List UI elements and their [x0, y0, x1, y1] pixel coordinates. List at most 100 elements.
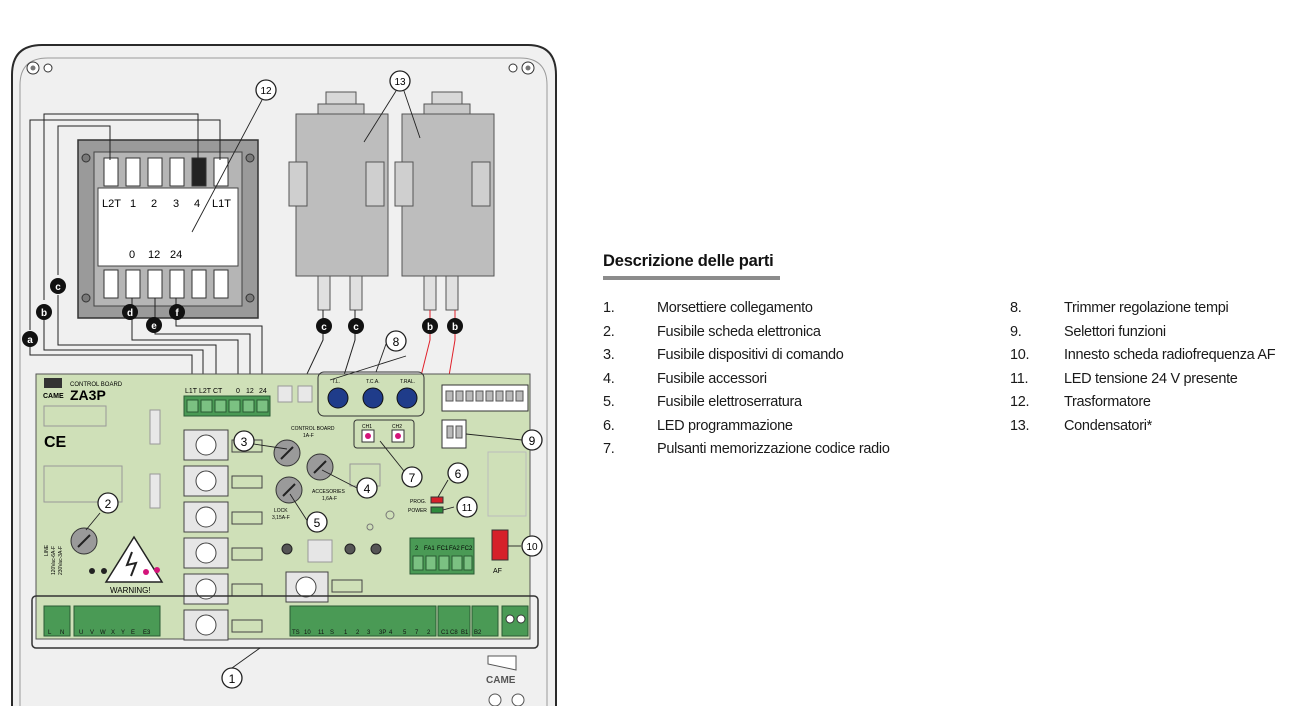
radio-label-ch1: CH1	[362, 424, 372, 430]
transformer-label-l1t: L1T	[212, 198, 231, 210]
svg-text:10: 10	[526, 542, 538, 553]
trimmer-label-tral: T.RAL.	[400, 379, 415, 385]
wire-letter-c1: c	[50, 278, 66, 294]
callout-9: 9	[521, 429, 543, 451]
callouts: 1 2 3 4 5 6 7 8 9 10 11 12 13	[97, 70, 543, 689]
callout-10: 10	[521, 535, 543, 557]
fuse5-label-2: 3,15A-F	[272, 515, 290, 521]
board-term-0: 0	[236, 388, 240, 395]
transformer: L2T 1 2 3 4 L1T 0 12 24	[77, 139, 259, 319]
mid-term-fc2: FC2	[461, 546, 473, 552]
bt-5: 7	[415, 630, 419, 636]
bt-7: 2	[427, 630, 431, 636]
led-prog-label: PROG.	[410, 499, 426, 505]
fuse3-label-2: 1A-F	[303, 433, 314, 439]
trimmer-tral[interactable]	[396, 387, 418, 409]
wire-letter-b1: b	[36, 304, 52, 320]
bt-11: S	[330, 630, 334, 636]
wire-letter-a: a	[22, 331, 38, 347]
legend-title: Descrizione delle parti	[603, 252, 774, 270]
mid-term-fa2: FA2	[449, 546, 460, 552]
svg-text:f: f	[175, 308, 179, 319]
housing-brand: CAME	[486, 675, 516, 686]
callout-1: 1	[221, 667, 243, 689]
bt-10a: 10	[304, 630, 311, 636]
legend-item-text: Trasformatore	[1064, 394, 1151, 410]
legend-item-number: 12.	[1010, 394, 1030, 410]
wire-letters: a b c d e f c c b b	[22, 278, 463, 347]
svg-text:8: 8	[393, 335, 400, 349]
svg-text:a: a	[27, 335, 33, 346]
af-slot[interactable]	[491, 529, 509, 561]
fuse5-label-1: LOCK	[274, 508, 288, 514]
mid-term-2: 2	[415, 546, 419, 552]
svg-text:3: 3	[241, 435, 248, 449]
callout-8: 8	[385, 330, 407, 352]
legend-item-text: Fusibile dispositivi di comando	[657, 347, 844, 363]
svg-text:9: 9	[529, 434, 536, 448]
board-term-l2t: L2T	[199, 388, 212, 395]
callout-11: 11	[456, 496, 478, 518]
legend-item-text: Condensatori*	[1064, 417, 1152, 434]
board-term-24: 24	[259, 388, 267, 395]
callout-5: 5	[306, 511, 328, 533]
legend-item-number: 4.	[603, 370, 615, 387]
legend-item-text: Innesto scheda radiofrequenza AF	[1064, 347, 1276, 363]
board-term-12: 12	[246, 388, 254, 395]
board-term-l1t: L1T	[185, 388, 198, 395]
wire-letter-d: d	[122, 304, 138, 320]
legend-item-number: 11.	[1010, 370, 1029, 387]
transformer-label-12: 12	[148, 249, 160, 261]
bt-w: W	[100, 630, 106, 636]
callout-2: 2	[97, 492, 119, 514]
svg-text:1: 1	[229, 672, 236, 686]
bt-e3: E3	[143, 630, 151, 636]
legend-item-text: Pulsanti memorizzazione codice radio	[657, 441, 890, 457]
board-model: ZA3P	[70, 387, 106, 403]
dip-switches-main[interactable]	[441, 384, 529, 412]
svg-text:b: b	[427, 322, 433, 333]
callout-4: 4	[356, 477, 378, 499]
bt-v: V	[90, 630, 94, 636]
transformer-label-24: 24	[170, 249, 182, 261]
trimmer-tca[interactable]	[362, 387, 384, 409]
bt-u: U	[79, 630, 83, 636]
transformer-label-1: 1	[130, 198, 136, 210]
svg-text:4: 4	[364, 482, 371, 496]
bt-1: 2	[356, 630, 360, 636]
legend-item-text: Selettori funzioni	[1064, 323, 1166, 340]
mid-term-fc1: FC1	[437, 546, 449, 552]
ce-mark: CE	[44, 434, 67, 451]
legend-item-number: 8.	[1010, 300, 1022, 316]
wire-letter-e: e	[146, 317, 162, 333]
fuse4-label-1: ACCESORIES	[312, 489, 345, 495]
wire-letter-c2: c	[316, 318, 332, 334]
mid-term-fa1: FA1	[424, 546, 435, 552]
legend-item-text: LED tensione 24 V presente	[1064, 370, 1238, 387]
capacitors	[288, 91, 495, 311]
fuse4-label-2: 1,6A-F	[322, 496, 337, 502]
svg-text:6: 6	[455, 467, 462, 481]
svg-text:2: 2	[105, 497, 112, 511]
af-label: AF	[493, 568, 502, 575]
svg-text:d: d	[127, 308, 133, 319]
legend-item-number: 2.	[603, 323, 615, 340]
callout-12: 12	[255, 79, 277, 101]
fuse2-label-3: 230Vac-3A-F	[58, 546, 64, 575]
bt-n: N	[60, 630, 64, 636]
legend-item-number: 7.	[603, 441, 615, 457]
svg-text:c: c	[321, 322, 327, 333]
svg-text:7: 7	[409, 471, 416, 485]
trimmer-tl[interactable]	[327, 387, 349, 409]
control-board: CAME CONTROL BOARD ZA3P CE L1T L2T CT 0 …	[35, 371, 531, 641]
legend-item-text: Trimmer regolazione tempi	[1064, 300, 1229, 316]
transformer-label-4: 4	[194, 198, 200, 210]
bt-ts: TS	[292, 630, 300, 636]
fuse3-label-1: CONTROL BOARD	[291, 426, 335, 432]
callout-13: 13	[389, 70, 411, 92]
wire-letter-f: f	[169, 304, 185, 320]
callout-3: 3	[233, 430, 255, 452]
svg-text:b: b	[452, 322, 458, 333]
wire-letter-b2: b	[422, 318, 438, 334]
callout-leaders	[85, 90, 523, 669]
